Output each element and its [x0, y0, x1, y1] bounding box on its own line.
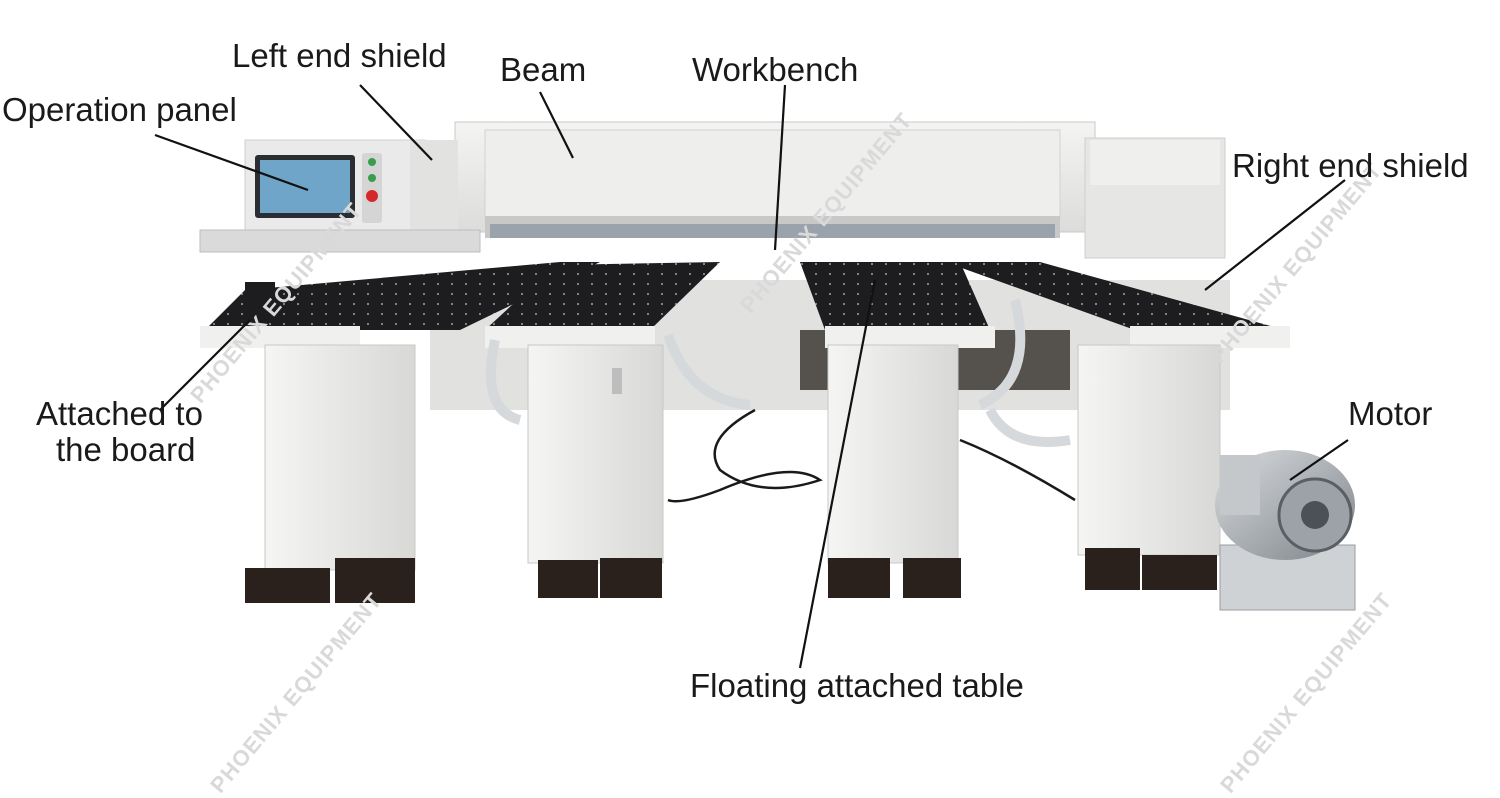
support-legs	[264, 344, 1221, 571]
label-beam: Beam	[500, 51, 587, 88]
label-attached-to-the-board: Attached to the board	[36, 395, 236, 469]
leader-lines	[154, 84, 1349, 669]
label-right-end-shield: Right end shield	[1232, 147, 1469, 184]
left-end-shield-shape	[199, 139, 481, 253]
cables	[667, 408, 1076, 503]
support-feet	[245, 548, 1217, 603]
label-attached-line1: Attached to	[36, 395, 203, 432]
label-motor: Motor	[1348, 395, 1433, 432]
motor-shape	[1215, 450, 1356, 611]
machine-diagram: PHOENIX EQUIPMENT PHOENIX EQUIPMENT PHOE…	[2, 37, 1469, 797]
label-workbench: Workbench	[692, 51, 859, 88]
label-operation-panel: Operation panel	[2, 91, 237, 128]
label-left-end-shield: Left end shield	[232, 37, 447, 74]
label-attached-line2: the board	[56, 431, 196, 469]
label-floating-attached-table: Floating attached table	[690, 667, 1024, 704]
hoses	[485, 298, 1071, 447]
panel-saw-illustration	[154, 84, 1356, 669]
attached-tables	[200, 262, 1290, 348]
